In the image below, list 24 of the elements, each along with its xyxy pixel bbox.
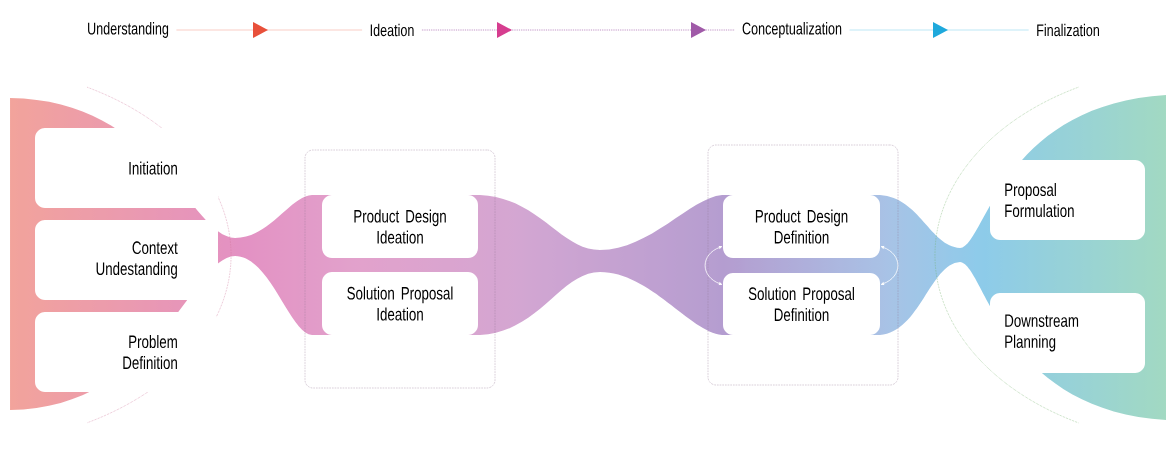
node-label: Solution Proposal Ideation xyxy=(347,286,453,321)
node-label: Downstream Planning xyxy=(1005,314,1079,352)
node-label: Product Design Definition xyxy=(755,209,848,244)
arrow xyxy=(704,246,723,285)
arrow xyxy=(176,22,363,38)
node-label: Solution Proposal Definition xyxy=(748,286,854,322)
step-box: Solution Proposal Definition xyxy=(723,273,880,335)
step-box: Product Design Definition xyxy=(723,195,880,258)
arrow xyxy=(849,22,1029,38)
stage-label: Conceptualization xyxy=(742,22,842,38)
node-label: Problem Definition xyxy=(123,334,177,370)
arrow xyxy=(880,246,899,285)
node-label: Product Design Ideation xyxy=(354,209,446,244)
stage-label: Ideation xyxy=(370,23,414,37)
stage-label: Finalization xyxy=(1037,23,1099,37)
node-label: Initiation xyxy=(129,161,177,175)
dotted-group-frame xyxy=(707,144,899,386)
stage-label: Understanding xyxy=(88,22,169,38)
step-box: Product Design Ideation xyxy=(322,195,478,258)
node-label: Context Undestanding xyxy=(96,241,178,279)
node-label: Proposal Formulation xyxy=(1005,182,1074,218)
arrow xyxy=(421,22,735,38)
dotted-group-frame xyxy=(304,149,496,389)
step-box: Solution Proposal Ideation xyxy=(322,272,478,335)
